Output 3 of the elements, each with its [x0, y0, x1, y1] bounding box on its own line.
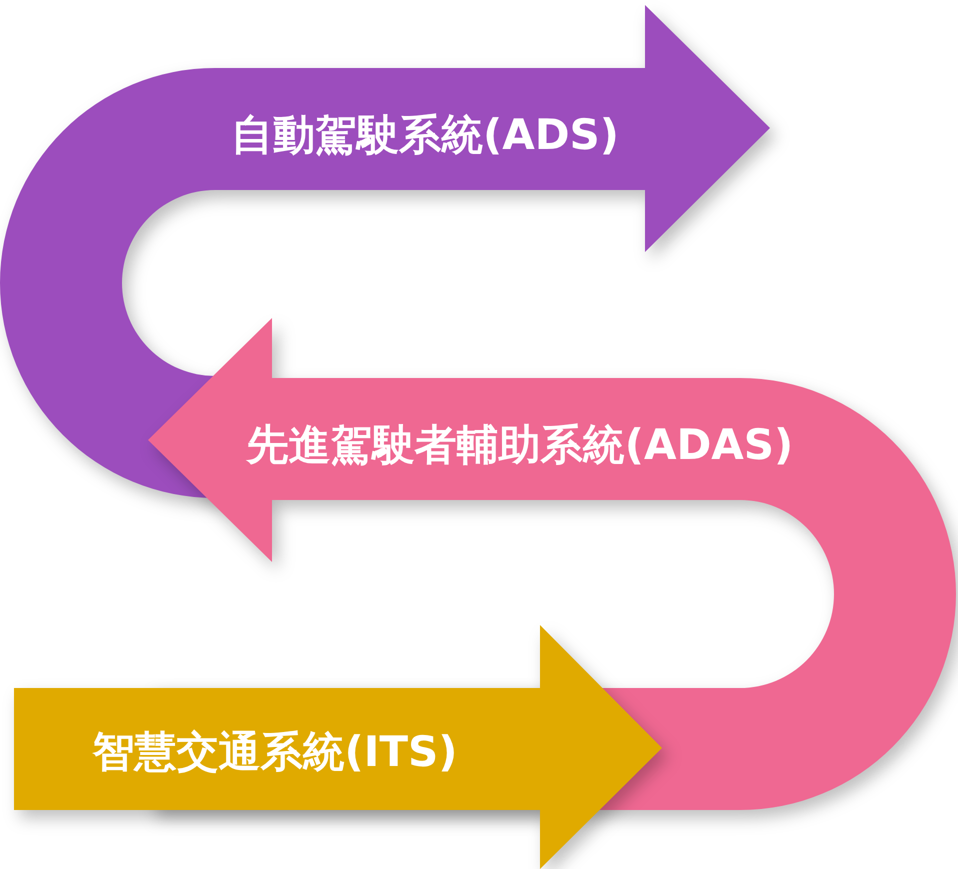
arrow-label: 智慧交通系統(ITS) — [92, 728, 458, 776]
arrow-label: 自動駕駛系統(ADS) — [231, 112, 619, 158]
arrow-label: 先進駕駛者輔助系統(ADAS) — [246, 422, 794, 468]
